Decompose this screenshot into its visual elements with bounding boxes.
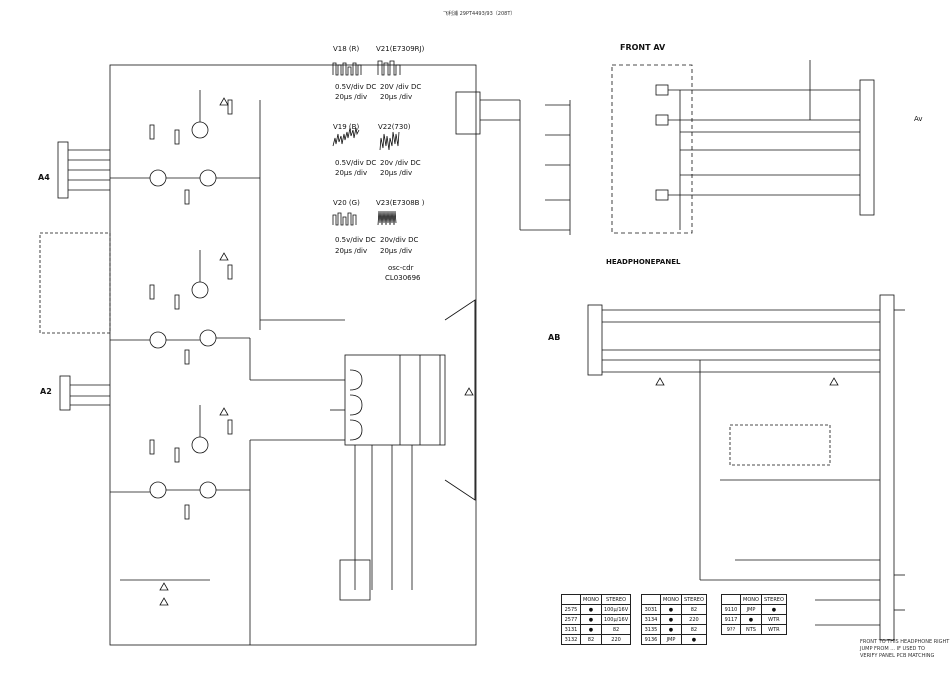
connector-av-label: Av <box>914 115 923 123</box>
waveform-v20 <box>332 212 357 226</box>
waveform-scale: 20v /div DC <box>380 159 421 167</box>
waveform-timebase: 20μs /div <box>380 247 413 255</box>
note-line: JUMP FROM ... IF USED TO <box>860 646 925 652</box>
blue-stage <box>110 405 330 520</box>
red-stage <box>110 90 261 330</box>
waveform-v22 <box>379 131 400 151</box>
waveform-id: V21(E7309RJ) <box>376 45 425 53</box>
waveform-scale: 20V /div DC <box>380 83 422 91</box>
waveform-v18 <box>332 62 362 76</box>
waveform-id: V22(730) <box>378 123 411 131</box>
connector-a2-label: A2 <box>40 387 52 396</box>
green-stage <box>110 250 330 381</box>
waveform-scale: 0.5v/div DC <box>335 236 376 244</box>
front-av-label: FRONT AV <box>620 43 666 52</box>
waveform-scale: 0.5V/div DC <box>335 159 377 167</box>
headphone-panel-label: HEADPHONEPANEL <box>606 258 681 266</box>
waveform-v21 <box>377 60 401 76</box>
waveform-timebase: 20μs /div <box>335 247 368 255</box>
connector-a4-label: A4 <box>38 173 50 182</box>
note-line: FRONT TO THIS HEADPHONE RIGHT <box>860 639 950 645</box>
waveform-id: V20 (G) <box>333 199 360 207</box>
waveform-v19 <box>332 127 360 147</box>
waveform-id: V18 (R) <box>333 45 360 53</box>
note-line: VERIFY PANEL PCB MATCHING <box>860 653 935 659</box>
osc-note: osc-cdr <box>388 264 414 272</box>
waveform-scale: 0.5V/div DC <box>335 83 377 91</box>
page-title: 飞利浦 29PT4493/93（208T） <box>443 11 516 17</box>
waveform-traces <box>332 60 401 226</box>
main-board-frame <box>109 64 477 646</box>
waveform-timebase: 20μs /div <box>335 169 368 177</box>
waveform-timebase: 20μs /div <box>380 169 413 177</box>
connector-ab-label: AB <box>548 333 561 342</box>
waveform-timebase: 20μs /div <box>335 93 368 101</box>
waveform-id: V19 (B) <box>333 123 360 131</box>
waveform-scale: 20v/div DC <box>380 236 419 244</box>
waveform-id: V23(E7308B ) <box>376 199 425 207</box>
waveform-timebase: 20μs /div <box>380 93 413 101</box>
osc-note-code: CL030696 <box>385 274 421 282</box>
waveform-v23 <box>377 210 397 226</box>
